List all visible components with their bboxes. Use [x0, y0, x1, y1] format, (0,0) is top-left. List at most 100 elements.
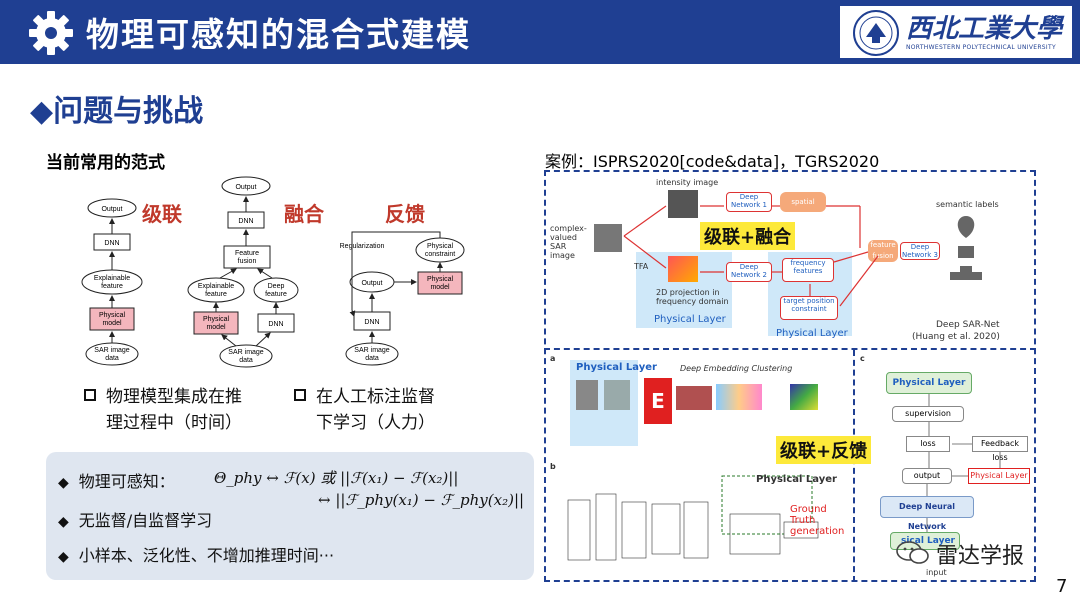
svg-text:feature: feature	[265, 291, 287, 298]
paradigm-label: 当前常用的范式	[46, 153, 165, 173]
semantic-icons	[950, 216, 982, 280]
a-feature-1: Explainable	[94, 275, 130, 282]
svg-text:model: model	[430, 284, 450, 291]
credit-1: Deep SAR-Net	[936, 320, 1000, 330]
case-divider-h	[544, 348, 1036, 350]
panel-a-sar-image	[576, 380, 598, 410]
a-feature-2: feature	[101, 283, 123, 290]
svg-text:Physical: Physical	[203, 316, 230, 323]
deep-network-3: Deep Network 3	[900, 242, 940, 260]
summary-line-2: ◆无监督/自监督学习	[58, 511, 213, 530]
summary-line-3: ◆小样本、泛化性、不增加推理时间···	[58, 546, 335, 565]
svg-text:DNN: DNN	[238, 218, 253, 225]
bullet-2: 在人工标注监督 下学习（人力）	[294, 384, 435, 436]
svg-text:Output: Output	[235, 184, 256, 191]
panel-a-pl: Physical Layer	[576, 362, 657, 373]
panel-a-result-map	[790, 384, 818, 410]
physical-layer-label-2: Physical Layer	[776, 328, 848, 339]
highlight-cascade-fusion: 级联+融合	[700, 222, 796, 250]
top-arrows	[623, 205, 879, 307]
intensity-image	[668, 190, 698, 218]
svg-text:Physical: Physical	[427, 276, 454, 283]
cascade-label: 级联	[142, 202, 182, 226]
panel-a-tag: a	[550, 354, 556, 363]
case-frame	[544, 170, 1036, 582]
wechat-icon	[896, 541, 929, 564]
panel-c-tag: c	[860, 354, 865, 363]
svg-text:fusion: fusion	[238, 258, 257, 265]
university-name-cn: 西北工業大學	[906, 14, 1063, 44]
formula-line-2: ↔ ||ℱ_phy(x₁) − ℱ_phy(x₂)||	[318, 491, 525, 509]
svg-text:DNN: DNN	[364, 319, 379, 326]
panel-c-arrows	[926, 394, 1001, 532]
svg-text:SAR image: SAR image	[354, 347, 390, 354]
frequency-features: frequency features	[782, 258, 834, 282]
checkbox-square-icon	[84, 389, 96, 401]
svg-text:Feature: Feature	[235, 250, 259, 257]
title-bar: 物理可感知的混合式建模	[0, 0, 1080, 64]
panel-a-layers	[676, 386, 712, 410]
a-output: Output	[101, 206, 122, 213]
a-dnn: DNN	[104, 240, 119, 247]
svg-text:data: data	[105, 355, 119, 362]
svg-text:model: model	[206, 324, 226, 331]
panel-b-gt: Ground Truth generation	[790, 504, 845, 537]
formula-line-1: Θ_phy ↔ ℱ(x) 或 ||ℱ(x₁) − ℱ(x₂)||	[214, 469, 459, 487]
target-position: target position constraint	[780, 296, 838, 320]
panel-a-clusters	[716, 384, 762, 410]
svg-text:data: data	[365, 355, 379, 362]
spatial-features: spatial features	[780, 192, 826, 226]
projection-image	[668, 256, 698, 282]
deep-network-1: Deep Network 1	[726, 192, 772, 212]
highlight-cascade-feedback: 级联+反馈	[776, 436, 872, 464]
svg-text:feature: feature	[205, 291, 227, 298]
feedback-label: 反馈	[385, 202, 425, 226]
credit-2: (Huang et al. 2020)	[912, 332, 1000, 342]
case-divider-v	[853, 350, 855, 582]
panel-a-spectrogram	[604, 380, 630, 410]
page-number: 7	[1056, 576, 1068, 597]
panel-a-title: Deep Embedding Clustering	[680, 364, 793, 373]
panel-b-tag: b	[550, 462, 556, 471]
svg-text:Explainable: Explainable	[198, 283, 234, 290]
panel-c-physical-layer-3: sical Layer	[890, 532, 960, 550]
gear-icon	[29, 11, 73, 55]
tree-icon	[957, 216, 975, 238]
svg-text:SAR image: SAR image	[94, 347, 130, 354]
paradigm-diagram: Output DNN Explainable feature Physical …	[81, 176, 465, 368]
panel-b-network	[567, 475, 819, 561]
feature-fusion: feature fusion	[868, 240, 898, 262]
physical-layer-label-1: Physical Layer	[654, 314, 726, 325]
diagram-c: Regularization Physical constraint Outpu…	[340, 231, 465, 366]
svg-text:constraint: constraint	[425, 251, 455, 258]
deep-network-2: Deep Network 2	[726, 262, 772, 282]
input-image	[594, 224, 622, 252]
svg-text:data: data	[239, 357, 253, 364]
bullet-1: 物理模型集成在推 理过程中（时间）	[84, 384, 242, 436]
panel-c-input: input	[926, 568, 947, 577]
input-label: complex-valued SAR image	[550, 224, 587, 260]
building-icon	[958, 246, 974, 258]
panel-c-output: output	[902, 468, 952, 484]
summary-box	[46, 452, 534, 580]
diagram-a: Output DNN Explainable feature Physical …	[81, 198, 143, 366]
ship-icon	[950, 272, 982, 280]
svg-text:DNN: DNN	[268, 321, 283, 328]
a-phys-1: Physical	[99, 312, 126, 319]
tfa-label: TFA	[634, 262, 649, 271]
svg-text:Output: Output	[361, 280, 382, 287]
university-seal-icon	[853, 10, 899, 56]
case-label: 案例：ISPRS2020[code&data]，TGRS2020	[545, 152, 880, 171]
a-phys-2: model	[102, 320, 122, 327]
slide-title: 物理可感知的混合式建模	[86, 15, 471, 54]
semantic-labels: semantic labels	[936, 200, 999, 209]
fusion-label: 融合	[284, 202, 324, 226]
section-title: ◆问题与挑战	[30, 94, 204, 129]
checkbox-square-icon	[294, 389, 306, 401]
university-name-en: NORTHWESTERN POLYTECHNICAL UNIVERSITY	[906, 44, 1056, 51]
panel-c-physical-layer-2: Physical Layer	[968, 468, 1030, 484]
intensity-label: intensity image	[656, 178, 719, 187]
panel-c-physical-layer: Physical Layer	[886, 372, 972, 394]
panel-a-encoder: E	[644, 378, 672, 424]
svg-text:Deep: Deep	[268, 283, 285, 290]
